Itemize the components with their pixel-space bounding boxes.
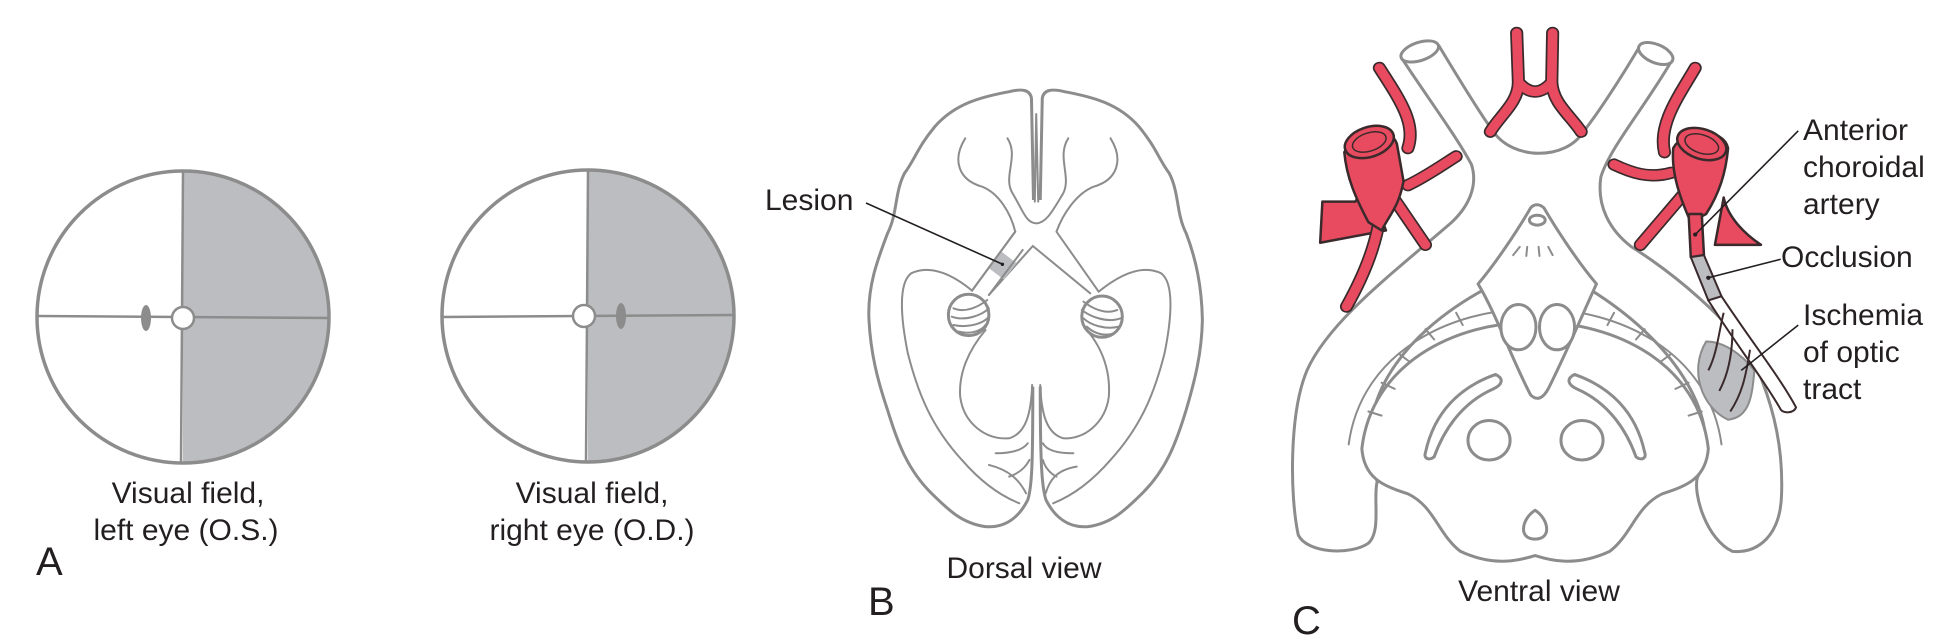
visual-field-right-eye (440, 168, 736, 464)
ischemia-label-line2: of optic (1803, 336, 1900, 369)
ischemia-leader (1741, 325, 1798, 370)
left-carotid-and-branches (1320, 61, 1463, 313)
blind-spot (141, 305, 151, 331)
right-lateral-geniculate (1082, 296, 1123, 337)
optic-apparatus-and-temporal-lobes (1292, 44, 1781, 552)
left-eye-caption-line1: Visual field, (112, 477, 265, 510)
lesion-leader-line (866, 203, 1002, 264)
occlusion-label: Occlusion (1781, 241, 1913, 274)
occlusion-leader (1708, 259, 1780, 278)
mammillary-body-left (1501, 305, 1536, 350)
fixation-point (170, 305, 196, 331)
brain-ventral-view (1292, 26, 1798, 561)
lesion-label: Lesion (765, 184, 853, 217)
anterior-cerebral-arteries (1483, 26, 1588, 138)
anterior-choroidal-leader (1695, 131, 1798, 235)
tuber-cinereum (1478, 205, 1596, 399)
blind-spot (616, 303, 626, 329)
panel-letter-c: C (1292, 599, 1321, 641)
anterior-choroidal-label-line3: artery (1803, 188, 1880, 221)
ischemia-label-line1: Ischemia (1803, 299, 1923, 332)
anterior-choroidal-label-line1: Anterior (1803, 114, 1908, 147)
fixation-point (571, 303, 597, 329)
ischemia-label-line3: tract (1803, 373, 1862, 406)
dorsal-view-caption: Dorsal view (946, 552, 1101, 585)
anterior-choroidal-label-line2: choroidal (1803, 151, 1925, 184)
visual-field-left-eye (35, 169, 331, 465)
right-eye-caption-line2: right eye (O.D.) (489, 514, 694, 547)
mammillary-body-right (1539, 305, 1574, 350)
right-eye-caption-line1: Visual field, (516, 477, 669, 510)
ventral-view-caption: Ventral view (1458, 575, 1620, 608)
panel-letter-a: A (36, 540, 63, 584)
left-eye-caption-line2: left eye (O.S.) (93, 514, 278, 547)
brain-dorsal-view (869, 90, 1203, 527)
panel-letter-b: B (868, 580, 895, 624)
right-carotid-and-branches (1607, 61, 1761, 252)
